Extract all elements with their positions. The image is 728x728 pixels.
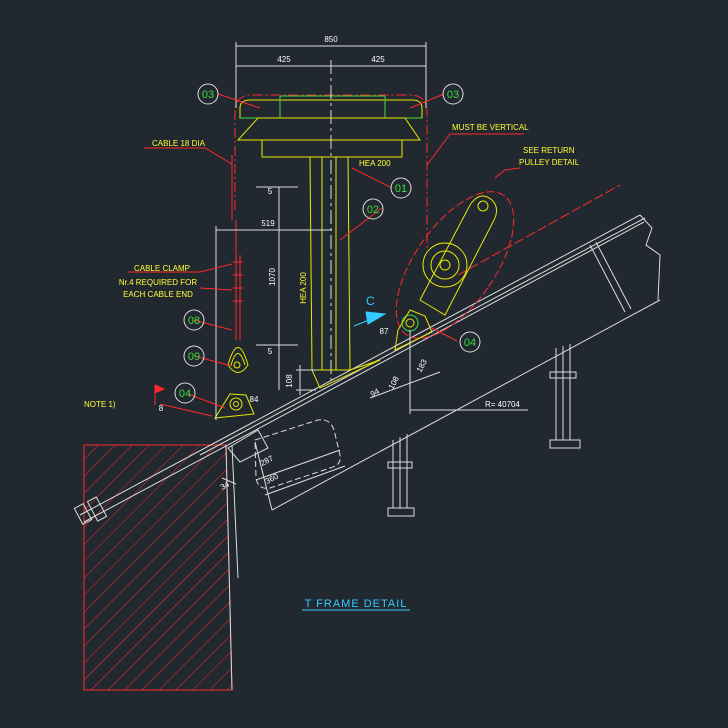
dim-519: 519 — [261, 219, 275, 228]
dim-half-right: 425 — [371, 55, 385, 64]
support-column-left — [387, 434, 415, 517]
section-c-arrow-icon — [353, 311, 387, 327]
bubble-02: 02 — [367, 204, 379, 216]
leader-lines — [128, 93, 524, 417]
dim-radius: R= 40704 — [485, 400, 520, 409]
dimension-lines — [215, 42, 528, 496]
dim-total-width: 850 — [324, 35, 338, 44]
bubble-09: 09 — [188, 351, 200, 363]
label-hea-vertical: HEA 200 — [299, 272, 308, 304]
t-frame-structure — [234, 60, 428, 389]
dim-108-right: 108 — [387, 374, 401, 390]
note-flag-icon — [154, 384, 166, 405]
cable-assembly — [214, 155, 255, 419]
support-column-right — [549, 344, 581, 449]
dim-108-left: 108 — [285, 374, 294, 388]
dim-183: 183 — [415, 357, 429, 373]
dim-287: 287 — [259, 453, 275, 467]
bubble-03-right: 03 — [447, 89, 459, 101]
label-section-c: C — [366, 294, 375, 308]
label-pulley-detail: PULLEY DETAIL — [519, 158, 580, 167]
bubble-04-right: 04 — [464, 337, 476, 349]
dim-half-left: 425 — [277, 55, 291, 64]
dim-94: 94 — [369, 386, 382, 398]
label-clamp-each-end: EACH CABLE END — [123, 290, 193, 299]
bubble-08: 08 — [188, 315, 200, 327]
dim-84: 84 — [250, 395, 259, 404]
label-clamp-required: Nr.4 REQUIRED FOR — [119, 278, 197, 287]
return-pulley-arm — [394, 184, 621, 351]
bubble-03-left: 03 — [202, 89, 214, 101]
drawing-title: T FRAME DETAIL — [305, 598, 408, 610]
dim-5-bottom: 5 — [268, 347, 273, 356]
label-cable: CABLE 18 DIA — [152, 139, 206, 148]
dim-note-8: 8 — [159, 404, 164, 413]
label-must-be-vertical: MUST BE VERTICAL — [452, 123, 529, 132]
label-see-return: SEE RETURN — [523, 146, 575, 155]
dim-1070: 1070 — [268, 268, 277, 286]
dim-360: 360 — [264, 471, 280, 485]
label-hea-horizontal: HEA 200 — [359, 159, 391, 168]
bubble-04-left: 04 — [179, 388, 191, 400]
dim-5-top: 5 — [268, 187, 273, 196]
inclined-conveyor — [73, 214, 661, 525]
label-note: NOTE 1) — [84, 400, 116, 409]
dim-87: 87 — [380, 327, 389, 336]
label-cable-clamp: CABLE CLAMP — [134, 264, 190, 273]
concrete-wall — [83, 444, 239, 691]
part-bubbles — [174, 83, 481, 404]
bubble-01: 01 — [395, 183, 407, 195]
